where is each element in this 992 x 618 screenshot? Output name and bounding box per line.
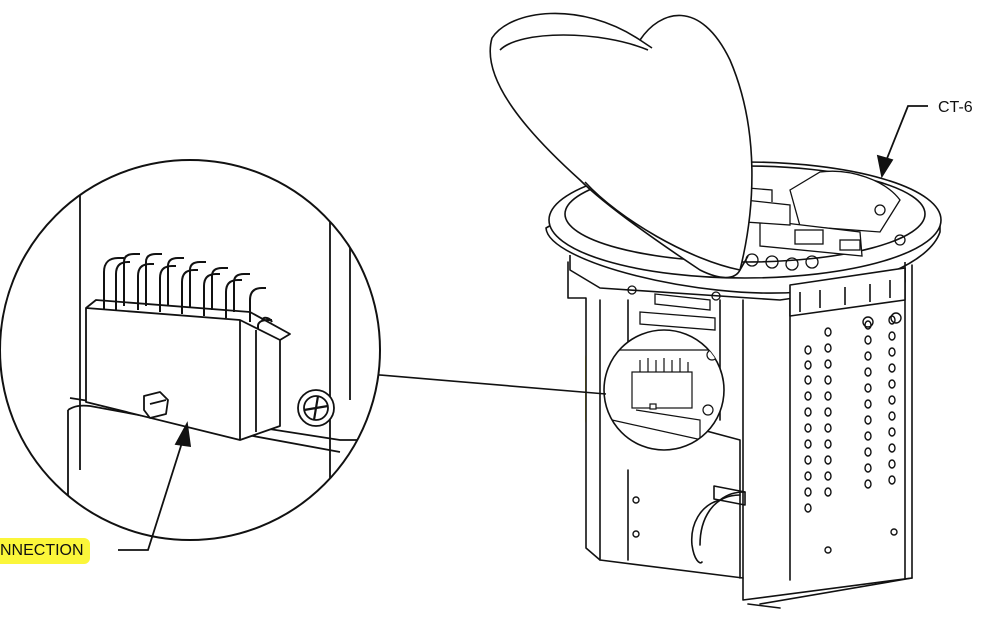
ct6-leader [876, 105, 928, 179]
detail-marker-circle [603, 329, 725, 451]
floor-box [567, 261, 913, 609]
zoom-detail-circle [0, 159, 381, 541]
ct6-label: CT-6 [938, 99, 973, 116]
box-interior [627, 170, 906, 331]
connection-arrow [118, 421, 192, 551]
open-lid [489, 12, 753, 279]
zoom-leader-line [367, 373, 607, 395]
connection-label: NNECTION [0, 538, 90, 564]
ventilation-holes [632, 312, 902, 554]
